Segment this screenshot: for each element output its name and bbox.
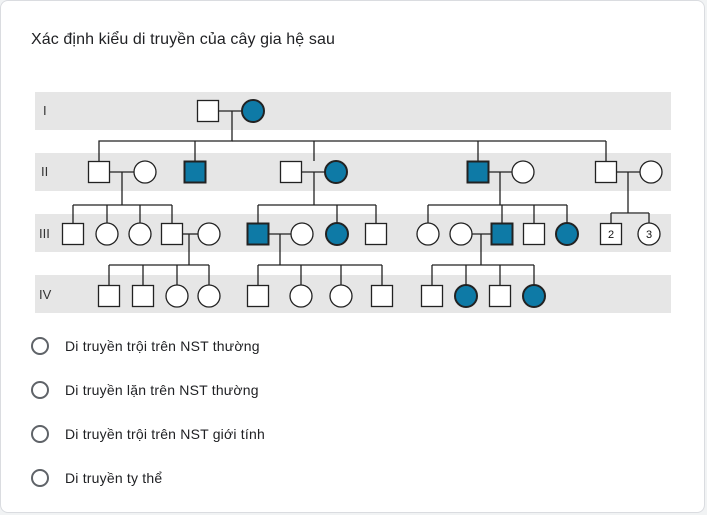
- male-symbol: [196, 99, 220, 123]
- sibling-count-label: 2: [608, 229, 614, 241]
- radio-button[interactable]: [31, 469, 49, 487]
- question-title: Xác định kiểu di truyền của cây gia hệ s…: [31, 31, 335, 48]
- generation-band-1: [35, 92, 671, 130]
- affected-male-symbol: [490, 222, 514, 246]
- affected-female-symbol: [522, 284, 546, 308]
- male-symbol: [61, 222, 85, 246]
- generation-band-4: [35, 275, 671, 313]
- female-symbol: [128, 222, 152, 246]
- option-label: Di truyền lặn trên NST thường: [65, 382, 259, 398]
- female-symbol: [416, 222, 440, 246]
- male-symbol: [594, 160, 618, 184]
- male-symbol: [364, 222, 388, 246]
- option-sex-linked-dominant[interactable]: Di truyền trội trên NST giới tính: [31, 422, 265, 446]
- affected-female-symbol: [325, 222, 349, 246]
- pedigree-line: [98, 111, 233, 162]
- female-symbol: [637, 222, 661, 246]
- sibling-count-label: 3: [646, 229, 652, 241]
- option-autosomal-recessive[interactable]: Di truyền lặn trên NST thường: [31, 378, 265, 402]
- male-symbol: [160, 222, 184, 246]
- male-symbol: [87, 160, 111, 184]
- radio-button[interactable]: [31, 425, 49, 443]
- radio-button[interactable]: [31, 337, 49, 355]
- affected-female-symbol: [555, 222, 579, 246]
- female-symbol: [329, 284, 353, 308]
- affected-male-symbol: [246, 222, 270, 246]
- male-symbol: [97, 284, 121, 308]
- affected-male-symbol: [466, 160, 490, 184]
- male-symbol: [420, 284, 444, 308]
- male-symbol: [370, 284, 394, 308]
- affected-male-symbol: [183, 160, 207, 184]
- option-label: Di truyền ty thể: [65, 470, 163, 486]
- option-mitochondrial[interactable]: Di truyền ty thể: [31, 466, 265, 490]
- female-symbol: [449, 222, 473, 246]
- male-symbol: [246, 284, 270, 308]
- generation-label-3: III: [39, 226, 50, 241]
- male-symbol: [599, 222, 623, 246]
- female-symbol: [511, 160, 535, 184]
- male-symbol: [131, 284, 155, 308]
- female-symbol: [197, 222, 221, 246]
- radio-button[interactable]: [31, 381, 49, 399]
- male-symbol: [279, 160, 303, 184]
- male-symbol: [522, 222, 546, 246]
- generation-label-1: I: [43, 103, 47, 118]
- generation-label-4: IV: [39, 287, 52, 302]
- option-label: Di truyền trội trên NST thường: [65, 338, 260, 354]
- female-symbol: [289, 284, 313, 308]
- female-symbol: [95, 222, 119, 246]
- pedigree-lines: [72, 110, 650, 286]
- option-label: Di truyền trội trên NST giới tính: [65, 426, 265, 442]
- affected-female-symbol: [324, 160, 348, 184]
- answer-options: Di truyền trội trên NST thường Di truyền…: [31, 334, 265, 510]
- female-symbol: [290, 222, 314, 246]
- option-autosomal-dominant[interactable]: Di truyền trội trên NST thường: [31, 334, 265, 358]
- female-symbol: [639, 160, 663, 184]
- affected-female-symbol: [241, 99, 265, 123]
- affected-female-symbol: [454, 284, 478, 308]
- female-symbol: [165, 284, 189, 308]
- generation-label-2: II: [41, 164, 48, 179]
- male-symbol: [488, 284, 512, 308]
- female-symbol: [197, 284, 221, 308]
- female-symbol: [133, 160, 157, 184]
